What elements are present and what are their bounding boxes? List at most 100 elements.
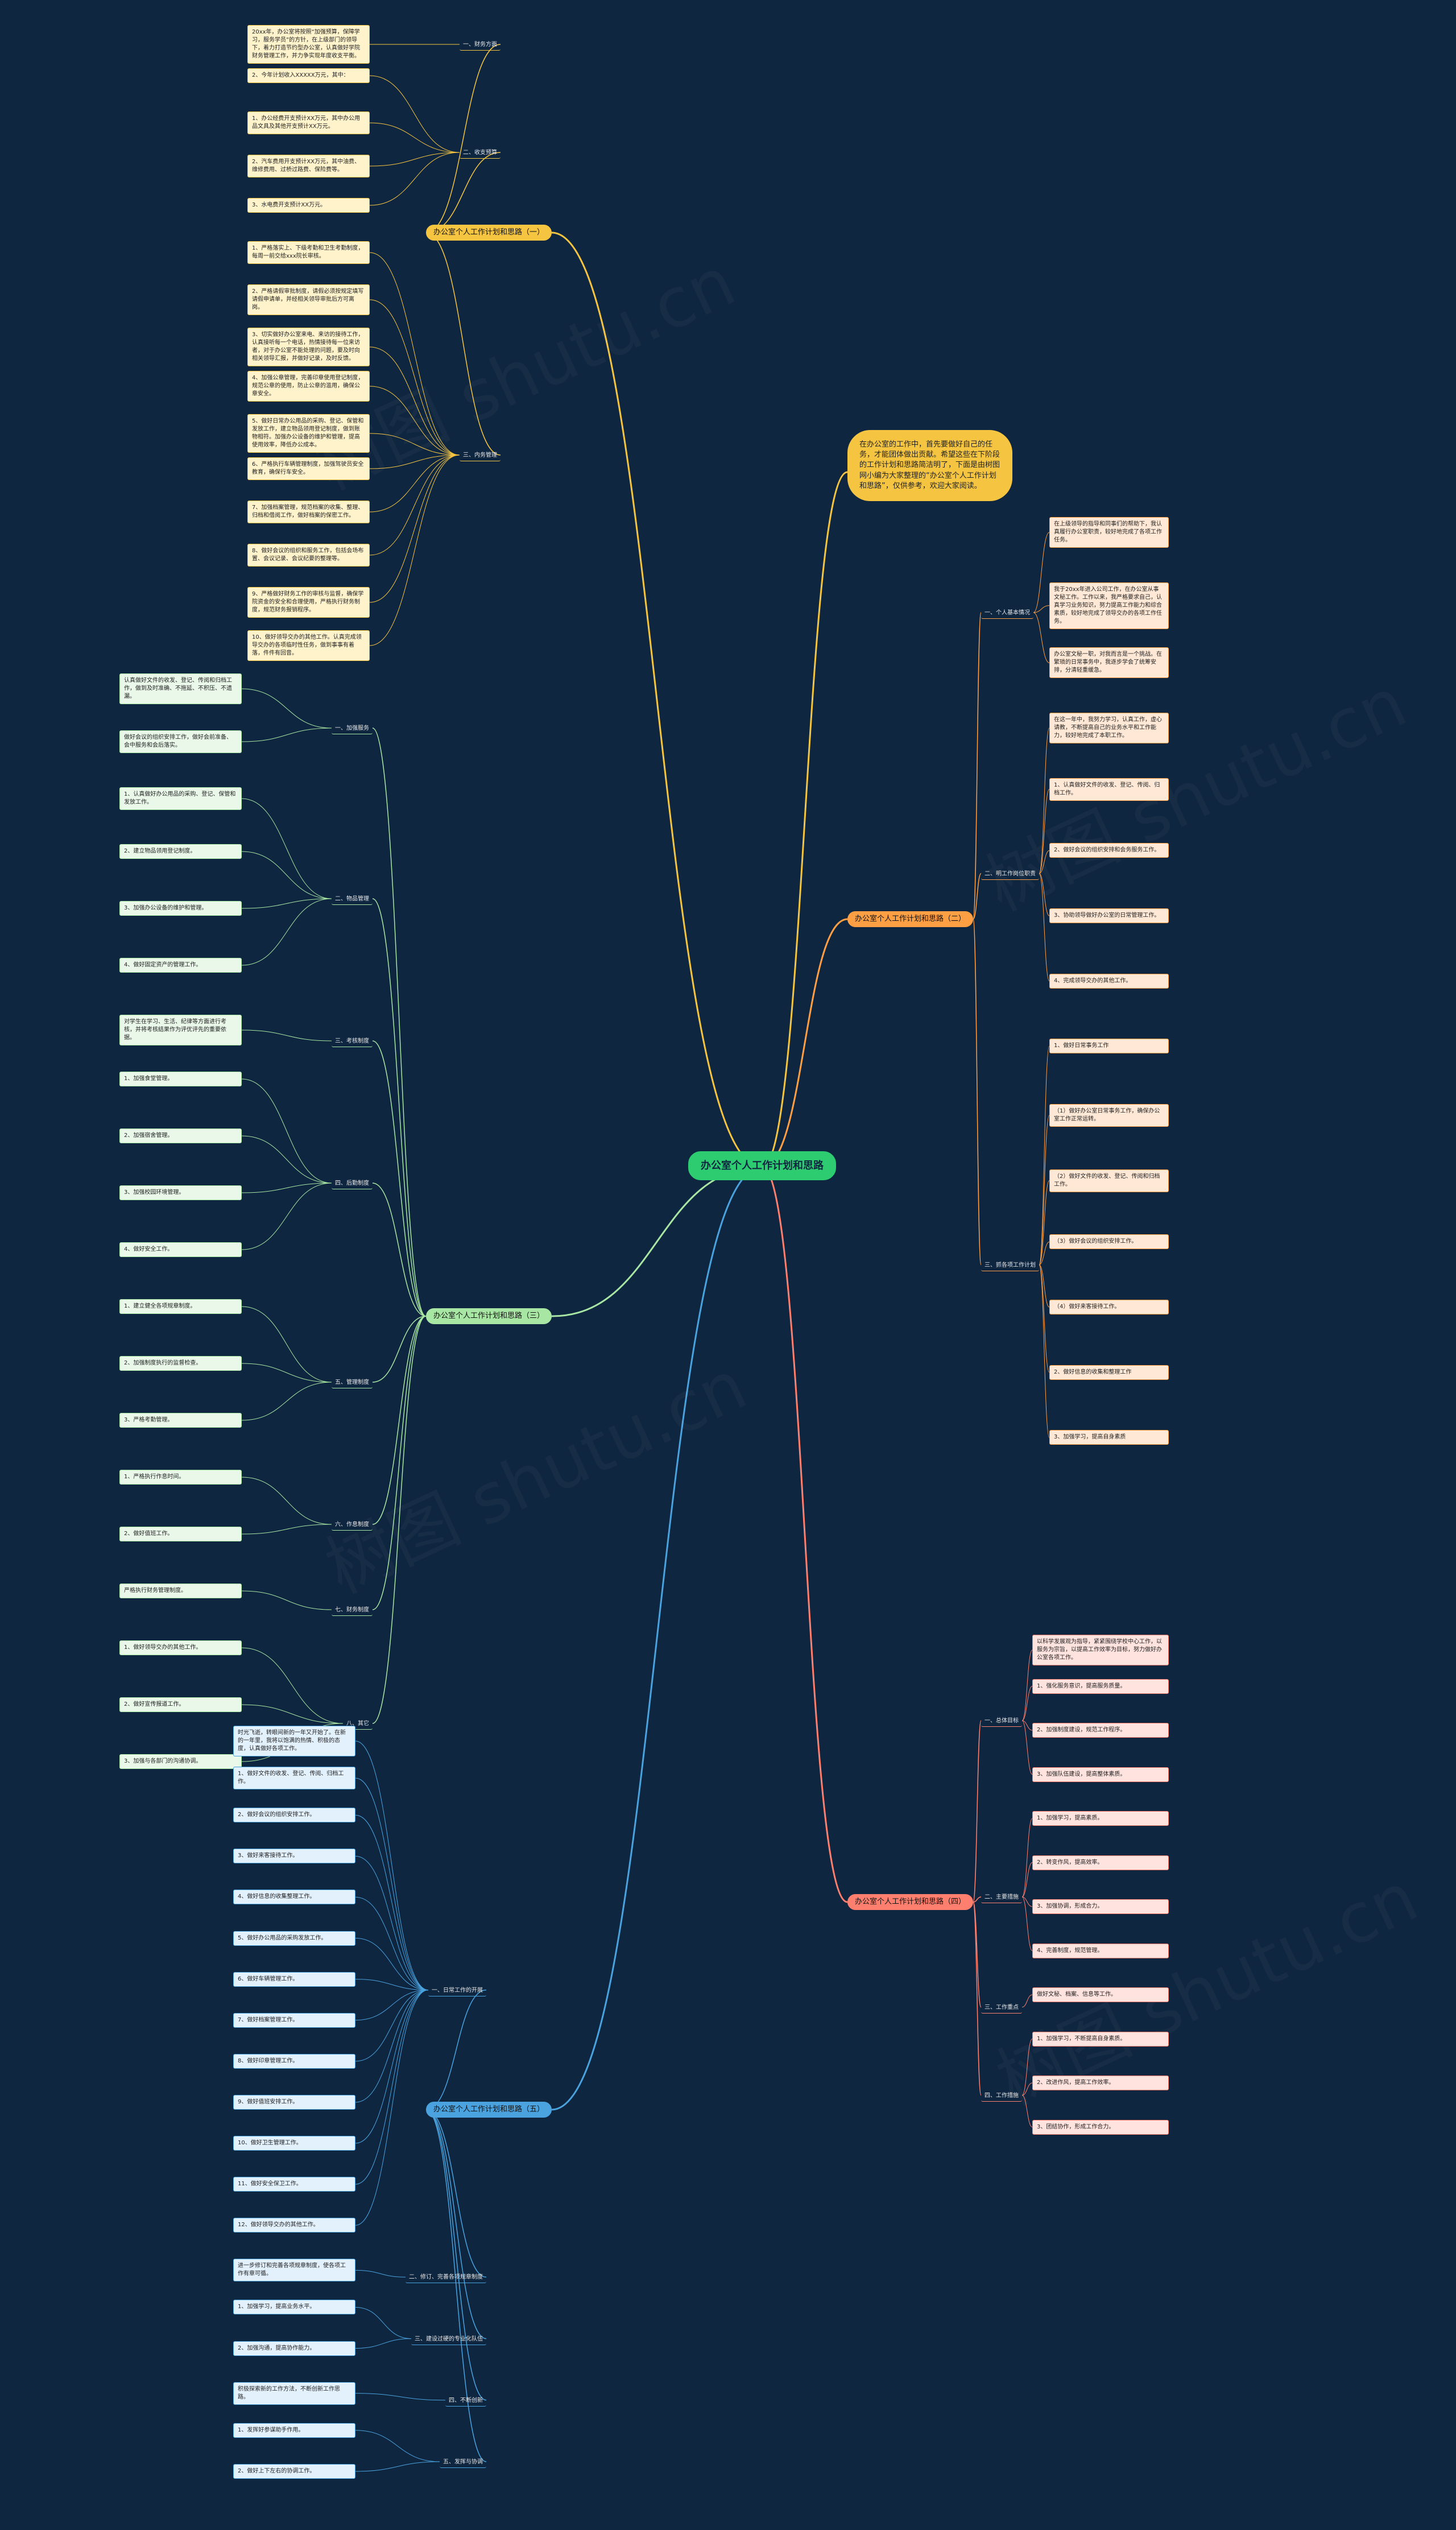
branch-4-section-1[interactable]: 一、总体目标: [981, 1716, 1022, 1727]
list-item[interactable]: 在这一年中，我努力学习，认真工作，虚心请教，不断提高自己的业务水平和工作能力，较…: [1049, 713, 1169, 743]
list-item[interactable]: 进一步修订和完善各项规章制度，使各项工作有章可循。: [233, 2259, 355, 2282]
list-item[interactable]: 2、做好宣传报道工作。: [119, 1697, 242, 1712]
list-item[interactable]: 3、水电费开支预计XX万元。: [247, 198, 370, 213]
branch-3-section-4[interactable]: 四、后勤制度: [332, 1179, 373, 1189]
list-item[interactable]: 4、完善制度，规范管理。: [1032, 1943, 1169, 1958]
branch-2-section-2[interactable]: 二、明工作岗位职责: [981, 869, 1039, 880]
list-item[interactable]: 2、做好会议的组织安排工作。: [233, 1808, 355, 1823]
list-item[interactable]: （3）做好会议的组织安排工作。: [1049, 1234, 1169, 1250]
list-item[interactable]: 1、加强学习，提高素质。: [1032, 1811, 1169, 1826]
list-item[interactable]: 2、转变作风，提高效率。: [1032, 1855, 1169, 1870]
list-item[interactable]: 对学生在学习、生活、纪律等方面进行考核，并将考核结果作为评优评先的重要依据。: [119, 1015, 242, 1045]
list-item[interactable]: 2、做好信息的收集和整理工作: [1049, 1365, 1169, 1380]
list-item[interactable]: 20xx年，办公室将按照“加强预算，保障学习，服务学员”的方针，在上级部门的领导…: [247, 25, 370, 64]
list-item[interactable]: 6、做好车辆管理工作。: [233, 1971, 355, 1987]
list-item[interactable]: 做好会议的组织安排工作，做好会前准备、会中服务和会后落实。: [119, 730, 242, 753]
branch-4-section-3[interactable]: 三、工作重点: [981, 2003, 1022, 2014]
list-item[interactable]: 2、加强宿舍管理。: [119, 1128, 242, 1143]
branch-5-section-5[interactable]: 五、发挥与协调: [440, 2457, 486, 2468]
list-item[interactable]: 4、做好固定资产的管理工作。: [119, 958, 242, 973]
branch-1-section-2[interactable]: 二、收支预算: [460, 148, 500, 159]
list-item[interactable]: 6、严格执行车辆管理制度，加强驾驶员安全教育，确保行车安全。: [247, 457, 370, 480]
root-topic[interactable]: 办公室个人工作计划和思路: [688, 1151, 836, 1181]
list-item[interactable]: 办公室文秘一职，对我而言是一个挑战。在繁琐的日常事务中，我逐步学会了统筹安排，分…: [1049, 647, 1169, 679]
list-item[interactable]: 7、加强档案管理，规范档案的收集、整理、归档和借阅工作，做好档案的保密工作。: [247, 501, 370, 523]
branch-2[interactable]: 办公室个人工作计划和思路（二）: [847, 911, 974, 928]
list-item[interactable]: 9、严格做好财务工作的审核与监督，确保学院资金的安全和合理使用，严格执行财务制度…: [247, 587, 370, 618]
branch-2-section-1[interactable]: 一、个人基本情况: [981, 608, 1033, 619]
list-item[interactable]: 1、加强学习，提高业务水平。: [233, 2300, 355, 2315]
list-item[interactable]: 3、加强与各部门的沟通协调。: [119, 1754, 242, 1769]
list-item[interactable]: 严格执行财务管理制度。: [119, 1584, 242, 1598]
branch-1-section-3[interactable]: 三、内务管理: [460, 450, 500, 461]
list-item[interactable]: 1、做好日常事务工作: [1049, 1039, 1169, 1054]
branch-5-section-3[interactable]: 三、建设过硬的专业化队伍: [411, 2334, 486, 2345]
list-item[interactable]: 2、做好值班工作。: [119, 1527, 242, 1541]
list-item[interactable]: （2）做好文件的收发、登记、传阅和归档工作。: [1049, 1169, 1169, 1192]
list-item[interactable]: 1、做好文件的收发、登记、传阅、归档工作。: [233, 1767, 355, 1790]
list-item[interactable]: 3、做好来客接待工作。: [233, 1849, 355, 1864]
list-item[interactable]: 做好文秘、档案、信息等工作。: [1032, 1987, 1169, 2002]
list-item[interactable]: 2、做好上下左右的协调工作。: [233, 2463, 355, 2479]
list-item[interactable]: 12、做好领导交办的其他工作。: [233, 2218, 355, 2233]
list-item[interactable]: 4、加强公章管理，完善印章使用登记制度，规范公章的使用，防止公章的滥用，确保公章…: [247, 371, 370, 402]
list-item[interactable]: 2、汽车费用开支预计XX万元，其中油费、维修费用、过桥过路费、保险费等。: [247, 155, 370, 177]
list-item[interactable]: 1、建立健全各项规章制度。: [119, 1299, 242, 1314]
list-item[interactable]: 4、做好信息的收集整理工作。: [233, 1890, 355, 1905]
branch-3-section-2[interactable]: 二、物品管理: [332, 894, 373, 905]
list-item[interactable]: 1、严格落实上、下级考勤和卫生考勤制度，每周一前交给xxx院长审核。: [247, 241, 370, 264]
list-item[interactable]: 2、加强沟通，提高协作能力。: [233, 2341, 355, 2356]
list-item[interactable]: 1、加强学习，不断提高自身素质。: [1032, 2031, 1169, 2047]
list-item[interactable]: 积极探索新的工作方法，不断创新工作思路。: [233, 2382, 355, 2405]
list-item[interactable]: 4、做好安全工作。: [119, 1242, 242, 1257]
list-item[interactable]: 1、强化服务意识，提高服务质量。: [1032, 1679, 1169, 1694]
list-item[interactable]: 认真做好文件的收发、登记、传阅和归档工作，做到及时准确、不拖延、不积压、不遗漏。: [119, 673, 242, 704]
branch-5-section-1[interactable]: 一、日常工作的开展: [428, 1986, 486, 1996]
branch-3-section-3[interactable]: 三、考核制度: [332, 1036, 373, 1047]
branch-3-section-5[interactable]: 五、管理制度: [332, 1378, 373, 1388]
list-item[interactable]: 2、加强制度建设，规范工作程序。: [1032, 1723, 1169, 1738]
list-item[interactable]: 7、做好档案管理工作。: [233, 2012, 355, 2028]
list-item[interactable]: （1）做好办公室日常事务工作，确保办公室工作正常运转。: [1049, 1104, 1169, 1127]
list-item[interactable]: 时光飞逝，转眼间新的一年又开始了。在新的一年里，我将以饱满的热情、积极的态度，认…: [233, 1726, 355, 1756]
list-item[interactable]: 1、办公经费开支预计XX万元，其中办公用品文具及其他开支预计XX万元。: [247, 111, 370, 134]
branch-5-section-2[interactable]: 二、修订、完善各项规章制度: [406, 2272, 486, 2284]
list-item[interactable]: 11、做好安全保卫工作。: [233, 2177, 355, 2192]
list-item[interactable]: （4）做好来客接待工作。: [1049, 1300, 1169, 1314]
list-item[interactable]: 1、做好领导交办的其他工作。: [119, 1640, 242, 1655]
list-item[interactable]: 3、加强办公设备的维护和管理。: [119, 901, 242, 916]
list-item[interactable]: 3、团结协作，形成工作合力。: [1032, 2119, 1169, 2135]
list-item[interactable]: 1、严格执行作息时间。: [119, 1470, 242, 1485]
list-item[interactable]: 8、做好印章管理工作。: [233, 2053, 355, 2069]
list-item[interactable]: 5、做好日常办公用品的采购、登记、保管和发放工作，建立物品领用登记制度，做到账物…: [247, 414, 370, 453]
list-item[interactable]: 在上级领导的指导和同事们的帮助下，我认真履行办公室职责，较好地完成了各项工作任务…: [1049, 517, 1169, 548]
list-item[interactable]: 10、做好卫生管理工作。: [233, 2136, 355, 2151]
list-item[interactable]: 以科学发展观为指导，紧紧围绕学校中心工作，以服务为宗旨，以提高工作效率为目标，努…: [1032, 1635, 1169, 1665]
list-item[interactable]: 3、加强校园环境管理。: [119, 1185, 242, 1200]
branch-2-section-3[interactable]: 三、抓各项工作计划: [981, 1260, 1039, 1271]
list-item[interactable]: 9、做好值班安排工作。: [233, 2094, 355, 2110]
branch-4-section-2[interactable]: 二、主要措施: [981, 1892, 1022, 1903]
list-item[interactable]: 2、做好会议的组织安排和会务服务工作。: [1049, 843, 1169, 858]
branch-1[interactable]: 办公室个人工作计划和思路（一）: [426, 225, 552, 241]
branch-5-section-4[interactable]: 四、不断创新: [445, 2396, 486, 2407]
branch-1-section-1[interactable]: 一、财务方面: [460, 40, 500, 51]
list-item[interactable]: 2、严格请假审批制度，请假必须按规定填写请假申请单，并经相关领导审批后方可离岗。: [247, 284, 370, 315]
list-item[interactable]: 3、严格考勤管理。: [119, 1413, 242, 1428]
branch-3-section-6[interactable]: 六、作息制度: [332, 1520, 373, 1531]
list-item[interactable]: 10、做好领导交办的其他工作。认真完成领导交办的各项临时性任务，做到事事有着落，…: [247, 630, 370, 661]
list-item[interactable]: 8、做好会议的组织和服务工作，包括会场布置、会议记录、会议纪要的整理等。: [247, 544, 370, 567]
list-item[interactable]: 1、认真做好办公用品的采购、登记、保管和发放工作。: [119, 787, 242, 810]
list-item[interactable]: 1、加强食堂管理。: [119, 1072, 242, 1086]
branch-5[interactable]: 办公室个人工作计划和思路（五）: [426, 2102, 552, 2118]
list-item[interactable]: 4、完成领导交办的其他工作。: [1049, 973, 1169, 989]
list-item[interactable]: 1、认真做好文件的收发、登记、传阅、归档工作。: [1049, 778, 1169, 801]
list-item[interactable]: 2、今年计划收入XXXXX万元，其中：: [247, 68, 370, 83]
list-item[interactable]: 2、改进作风，提高工作效率。: [1032, 2076, 1169, 2090]
branch-3[interactable]: 办公室个人工作计划和思路（三）: [426, 1308, 552, 1325]
branch-3-section-1[interactable]: 一、加强服务: [332, 724, 373, 734]
list-item[interactable]: 1、发挥好参谋助手作用。: [233, 2422, 355, 2438]
list-item[interactable]: 3、加强队伍建设，提高整体素质。: [1032, 1767, 1169, 1782]
branch-3-section-8[interactable]: 八、其它: [343, 1719, 373, 1730]
intro-note[interactable]: 在办公室的工作中，首先要做好自己的任务，才能团体做出贡献。希望这些在下阶段的工作…: [847, 430, 1012, 501]
